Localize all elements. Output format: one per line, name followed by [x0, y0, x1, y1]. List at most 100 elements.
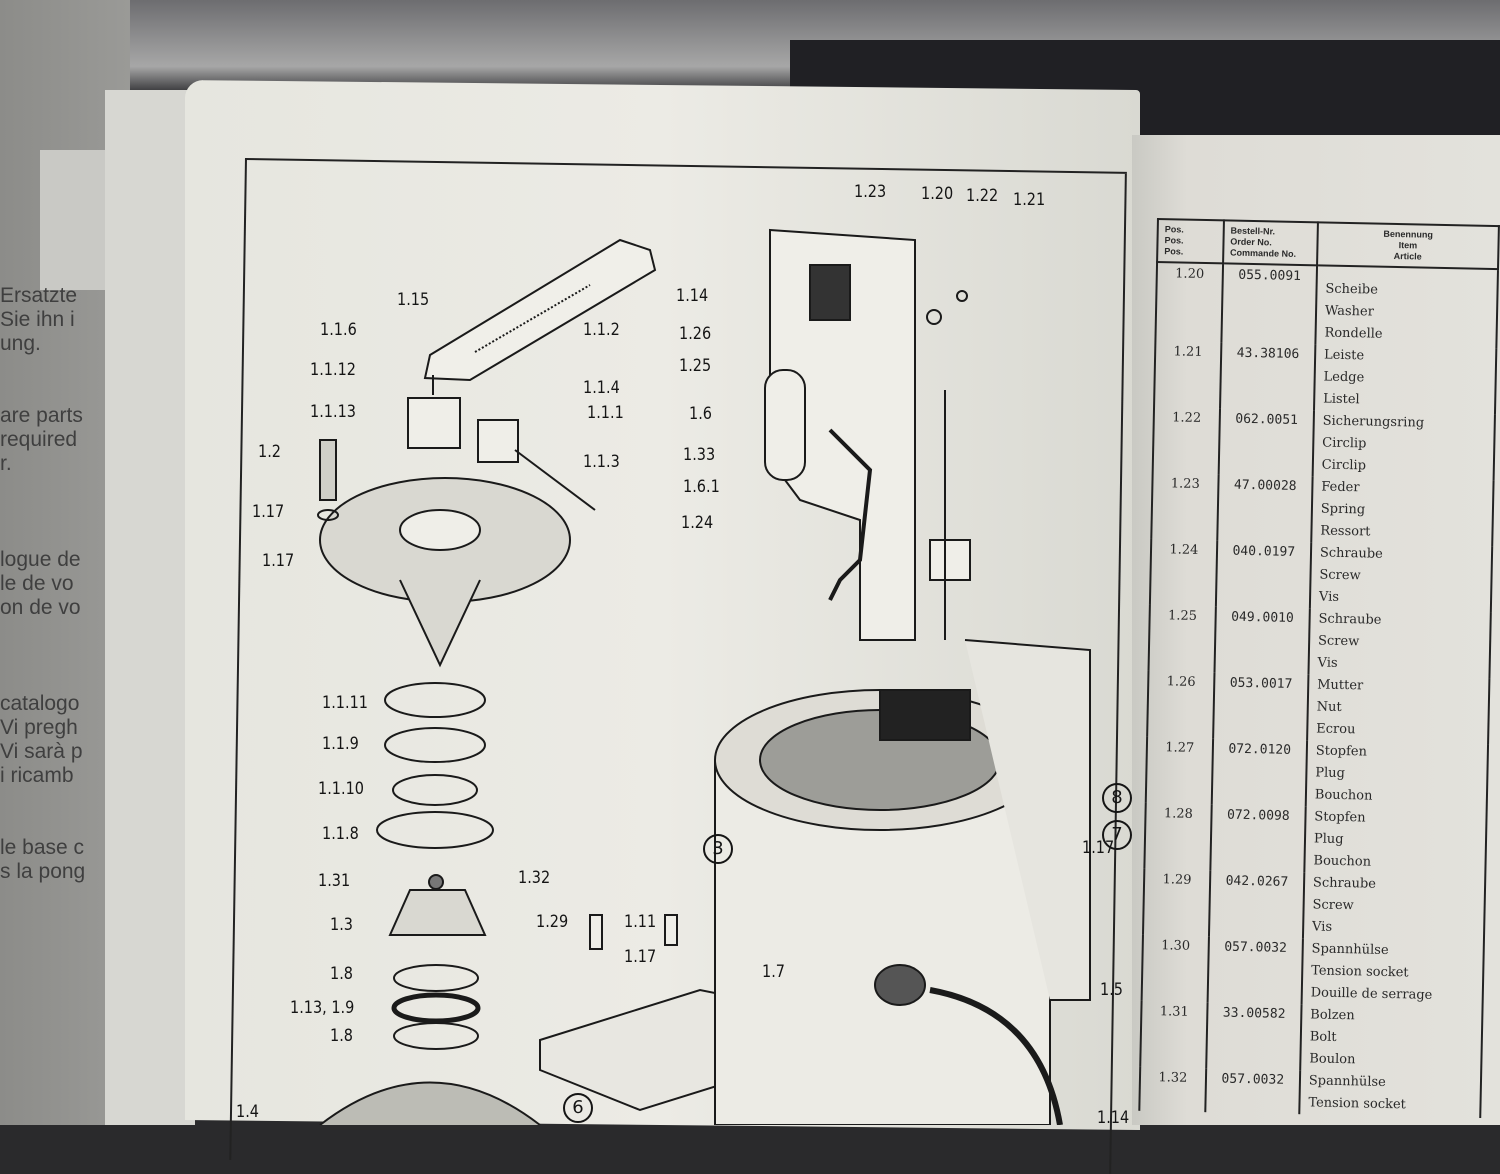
circled-callout: 7 — [1102, 820, 1132, 850]
callout-label: 1.7 — [762, 962, 785, 982]
order-no-cell: 062.0051 — [1218, 408, 1314, 477]
order-no-cell: 040.0197 — [1215, 540, 1312, 609]
item-name: Screw — [1317, 633, 1360, 650]
callout-label: 1.29 — [536, 912, 569, 932]
callout-label: 1.23 — [854, 182, 887, 202]
callout-label: 1.3 — [330, 915, 353, 935]
left-page-line: i ricamb — [0, 764, 74, 787]
left-page-line: le de vo — [0, 572, 74, 595]
col-header-pos: Pos.Pos.Pos. — [1157, 219, 1224, 264]
order-no-cell: 057.0032 — [1207, 936, 1303, 1005]
callout-label: 1.1.10 — [318, 779, 364, 799]
circled-callout: 6 — [563, 1093, 593, 1123]
left-page-line: catalogo — [0, 692, 80, 715]
callout-label: 1.1.11 — [322, 693, 368, 713]
order-no-cell: 053.0017 — [1212, 672, 1309, 741]
left-page-line: logue de — [0, 548, 81, 571]
order-no-cell: 072.0098 — [1210, 804, 1306, 873]
left-page-line: required — [0, 428, 78, 451]
pos-cell: 1.32 — [1139, 1066, 1206, 1113]
callout-label: 1.17 — [624, 947, 657, 967]
left-page-line: are parts — [0, 404, 83, 427]
pos-cell: 1.27 — [1145, 736, 1213, 805]
pos-cell: 1.23 — [1151, 472, 1219, 541]
pos-cell: 1.30 — [1141, 934, 1209, 1003]
callout-label: 1.1.4 — [583, 378, 620, 398]
callout-label: 1.15 — [397, 290, 430, 310]
parts-table: Pos.Pos.Pos. Bestell-Nr.Order No.Command… — [1138, 218, 1500, 1118]
callout-label: 1.32 — [518, 868, 551, 888]
pos-cell: 1.31 — [1140, 1000, 1208, 1069]
pos-cell: 1.22 — [1152, 406, 1220, 475]
callout-label: 1.5 — [1100, 980, 1123, 1000]
callout-label: 1.21 — [1013, 190, 1046, 210]
page-edges — [105, 90, 195, 1125]
pos-cell: 1.20 — [1155, 262, 1223, 343]
clamp-block — [407, 397, 461, 449]
callout-label: 1.4 — [236, 1102, 259, 1122]
left-page-line: s la pong — [0, 860, 86, 883]
callout-label: 1.8 — [330, 1026, 353, 1046]
callout-label: 1.1.6 — [320, 320, 357, 340]
order-no-cell: 47.00028 — [1217, 474, 1313, 543]
hub-part — [388, 889, 487, 936]
item-name: Screw — [1312, 897, 1354, 914]
callout-label: 1.1.12 — [310, 360, 356, 380]
circled-callout: 8 — [1102, 783, 1132, 813]
callout-label: 1.6.1 — [683, 477, 720, 497]
left-page-line: r. — [0, 452, 12, 475]
left-page-line: Vi pregh — [0, 716, 78, 739]
callout-label: 1.1.3 — [583, 452, 620, 472]
exploded-parts-drawing — [317, 228, 1091, 1125]
callout-label: 1.31 — [318, 871, 351, 891]
callout-label: 1.2 — [258, 442, 281, 462]
order-no-cell: 055.0091 — [1221, 263, 1317, 345]
left-page-line: Sie ihn i — [0, 308, 75, 331]
callout-label: 1.1.9 — [322, 734, 359, 754]
callout-label: 1.20 — [921, 184, 954, 204]
callout-label: 1.1.2 — [583, 320, 620, 340]
callout-label: 1.13, 1.9 — [290, 998, 355, 1018]
circled-callout: 3 — [703, 834, 733, 864]
pos-cell: 1.26 — [1147, 670, 1215, 739]
callout-label: 1.11 — [624, 912, 657, 932]
left-page-line: le base c — [0, 836, 85, 859]
callout-label: 1.14 — [1097, 1108, 1130, 1128]
callout-label: 1.33 — [683, 445, 716, 465]
callout-label: 1.14 — [676, 286, 709, 306]
callout-label: 1.22 — [966, 186, 999, 206]
callout-label: 1.1.1 — [587, 403, 624, 423]
callout-label: 1.6 — [689, 404, 712, 424]
order-no-cell: 042.0267 — [1208, 870, 1305, 939]
left-page-line: Ersatzte — [0, 284, 78, 307]
callout-label: 1.1.8 — [322, 824, 359, 844]
left-page-line: Vi sarà p — [0, 740, 83, 763]
order-no-cell: 072.0120 — [1211, 738, 1307, 807]
